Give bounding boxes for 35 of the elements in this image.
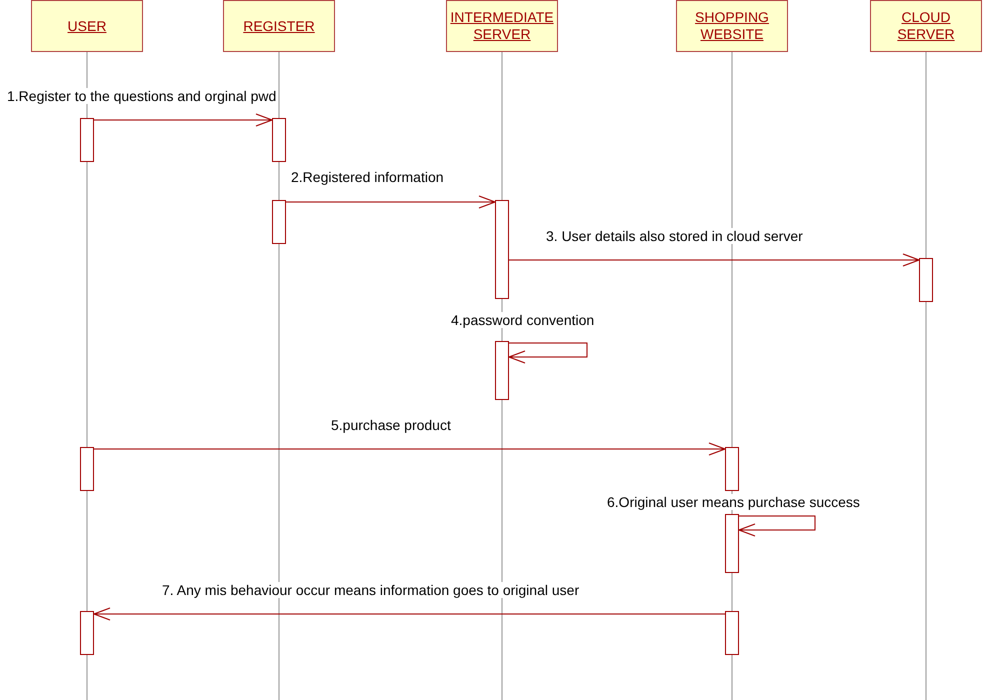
activation-bar <box>495 341 509 400</box>
activation-bar <box>919 258 933 302</box>
activation-bar <box>725 514 739 573</box>
message-arrow <box>508 342 588 364</box>
activation-bar <box>272 118 286 162</box>
message-arrow <box>508 253 920 267</box>
message-label: 1.Register to the questions and orginal pwd <box>6 88 278 104</box>
lifeline-header <box>676 0 788 52</box>
activation-bar <box>80 611 94 655</box>
participant-name: REGISTER <box>243 18 315 34</box>
message-label: 5.purchase product <box>330 417 452 433</box>
activation-bar <box>725 611 739 655</box>
message-arrow <box>94 442 726 456</box>
activation-bar <box>495 200 509 299</box>
activation-bar <box>272 200 286 244</box>
message-label: 6.Original user means purchase success <box>606 494 861 510</box>
activation-bar <box>80 118 94 162</box>
message-label: 7. Any mis behaviour occur means information goes to original user <box>161 582 580 598</box>
activation-bar <box>80 447 94 491</box>
message-arrow <box>93 607 726 621</box>
lifeline-header <box>446 0 558 52</box>
lifeline-header <box>870 0 982 52</box>
participant-name: SHOPPING WEBSITE <box>694 9 770 43</box>
message-arrow <box>286 195 496 209</box>
lifeline-header <box>223 0 335 52</box>
message-arrow <box>738 516 816 537</box>
activation-bar <box>725 447 739 491</box>
message-label: 2.Registered information <box>290 169 445 185</box>
participant-name: USER <box>68 18 106 34</box>
message-label: 4.password convention <box>450 312 596 328</box>
participant-name: CLOUD SERVER <box>896 9 956 43</box>
participant-name: INTERMEDIATE SERVER <box>449 9 555 43</box>
message-arrow <box>94 113 273 127</box>
lifeline-header <box>31 0 143 52</box>
message-label: 3. User details also stored in cloud server <box>545 228 804 244</box>
